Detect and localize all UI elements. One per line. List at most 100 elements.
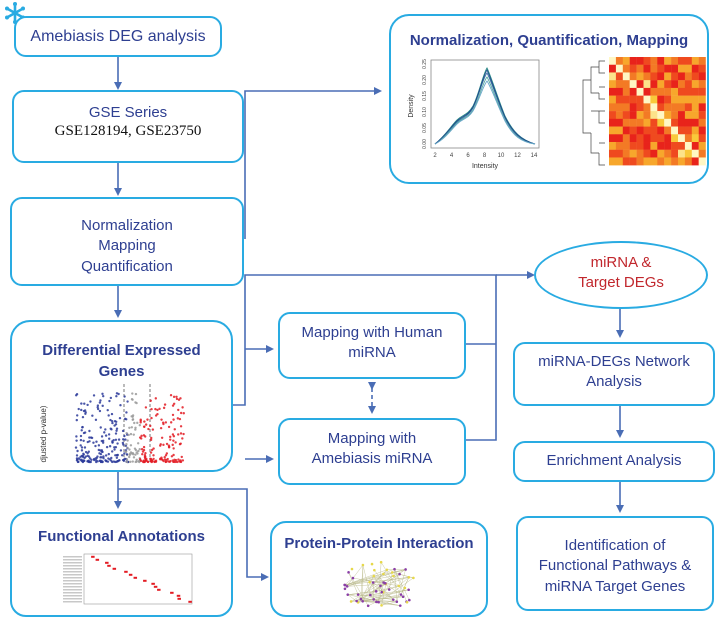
heatmap-cell <box>678 142 686 150</box>
heatmap-cell <box>622 142 630 150</box>
volcano-point <box>101 392 104 396</box>
heatmap-cell <box>650 80 658 89</box>
heatmap-cell <box>678 57 686 65</box>
volcano-point <box>106 460 110 463</box>
volcano-point <box>130 426 134 429</box>
heatmap-cell <box>698 126 706 135</box>
volcano-point <box>104 434 108 437</box>
volcano-point <box>126 439 129 442</box>
heatmap-cell <box>636 118 644 127</box>
volcano-point <box>151 428 155 431</box>
heatmap-cell <box>643 72 651 81</box>
ppi-edge <box>378 562 382 603</box>
ppi-node <box>384 582 387 585</box>
heatmap-cell <box>643 57 651 65</box>
norm-line-1: Normalization <box>81 217 173 234</box>
ppi-node <box>377 600 380 604</box>
heatmap-cell <box>622 103 630 112</box>
volcano-point <box>150 436 153 440</box>
heatmap-cell <box>636 103 644 112</box>
volcano-point <box>114 432 118 435</box>
heatmap-cell <box>684 103 692 112</box>
volcano-point <box>88 440 91 443</box>
volcano-point <box>101 404 104 408</box>
heatmap-cell <box>650 95 658 104</box>
volcano-point <box>152 457 155 461</box>
heatmap-cell <box>678 118 686 127</box>
volcano-point <box>150 407 153 411</box>
volcano-point <box>170 455 174 458</box>
volcano-point <box>125 458 129 461</box>
heatmap-cell <box>615 126 623 135</box>
ppi-edge <box>389 572 393 590</box>
annotation-point <box>170 591 174 594</box>
volcano-point <box>133 421 136 425</box>
heatmap-cell <box>650 126 658 135</box>
volcano-point <box>113 424 116 427</box>
volcano-point <box>159 443 162 446</box>
heatmap-cell <box>622 95 630 104</box>
volcano-point <box>117 392 120 396</box>
volcano-point <box>131 418 134 421</box>
volcano-point <box>142 460 145 464</box>
volcano-point <box>117 438 121 441</box>
heatmap-cell <box>629 134 637 143</box>
heatmap-cell <box>698 57 706 65</box>
ppi-edge <box>356 569 388 602</box>
heatmap-cell <box>657 64 665 73</box>
heatmap-cell <box>636 126 644 135</box>
heatmap-cell <box>678 149 686 158</box>
heatmap-cell <box>664 157 672 166</box>
volcano-point <box>164 454 168 457</box>
density-ytick: 0.25 <box>422 59 428 69</box>
heatmap-cell <box>691 103 699 112</box>
heatmap-cell <box>664 118 672 127</box>
annotation-row-label <box>63 556 82 558</box>
heatmap-cell <box>636 95 644 104</box>
annotation-point <box>177 597 181 600</box>
volcano-point <box>118 416 122 420</box>
heatmap-cell <box>678 103 686 112</box>
heatmap-cell <box>698 134 706 143</box>
volcano-point <box>100 435 104 438</box>
volcano-point <box>149 457 152 460</box>
heatmap-cell <box>609 157 617 166</box>
arrow-deg-to-ppi <box>118 488 269 581</box>
volcano-point <box>83 409 87 412</box>
volcano-point <box>129 444 133 447</box>
ppi-edge <box>347 591 377 595</box>
volcano-point <box>165 452 169 455</box>
volcano-point <box>124 438 127 441</box>
volcano-point <box>91 414 94 417</box>
heatmap-cell <box>698 103 706 112</box>
volcano-point <box>131 414 135 417</box>
heatmap-cell <box>609 95 617 104</box>
volcano-point <box>80 449 84 452</box>
volcano-point <box>107 433 111 436</box>
ppi-edge <box>347 569 406 587</box>
heatmap-cell <box>684 95 692 104</box>
volcano-point <box>122 458 125 462</box>
volcano-point <box>129 432 133 436</box>
volcano-point <box>75 439 78 442</box>
volcano-point <box>126 400 129 403</box>
ppi-edge <box>348 572 359 595</box>
volcano-point <box>107 414 110 417</box>
volcano-point <box>131 460 134 463</box>
volcano-point <box>179 411 183 415</box>
volcano-point <box>150 416 153 420</box>
ppi-node <box>343 583 347 587</box>
volcano-point <box>108 445 112 448</box>
heatmap-cell <box>657 134 665 143</box>
ppi-edge <box>389 585 399 590</box>
func-title: Functional Annotations <box>38 528 205 545</box>
volcano-point <box>173 428 176 431</box>
volcano-point <box>173 458 176 462</box>
volcano-point <box>143 420 146 423</box>
annotation-point <box>128 573 133 576</box>
density-xtick: 6 <box>466 153 470 159</box>
annotation-row-label <box>63 592 82 594</box>
density-ytick: 0.00 <box>422 139 428 149</box>
annotation-row-label <box>63 586 82 588</box>
volcano-point <box>136 421 139 425</box>
